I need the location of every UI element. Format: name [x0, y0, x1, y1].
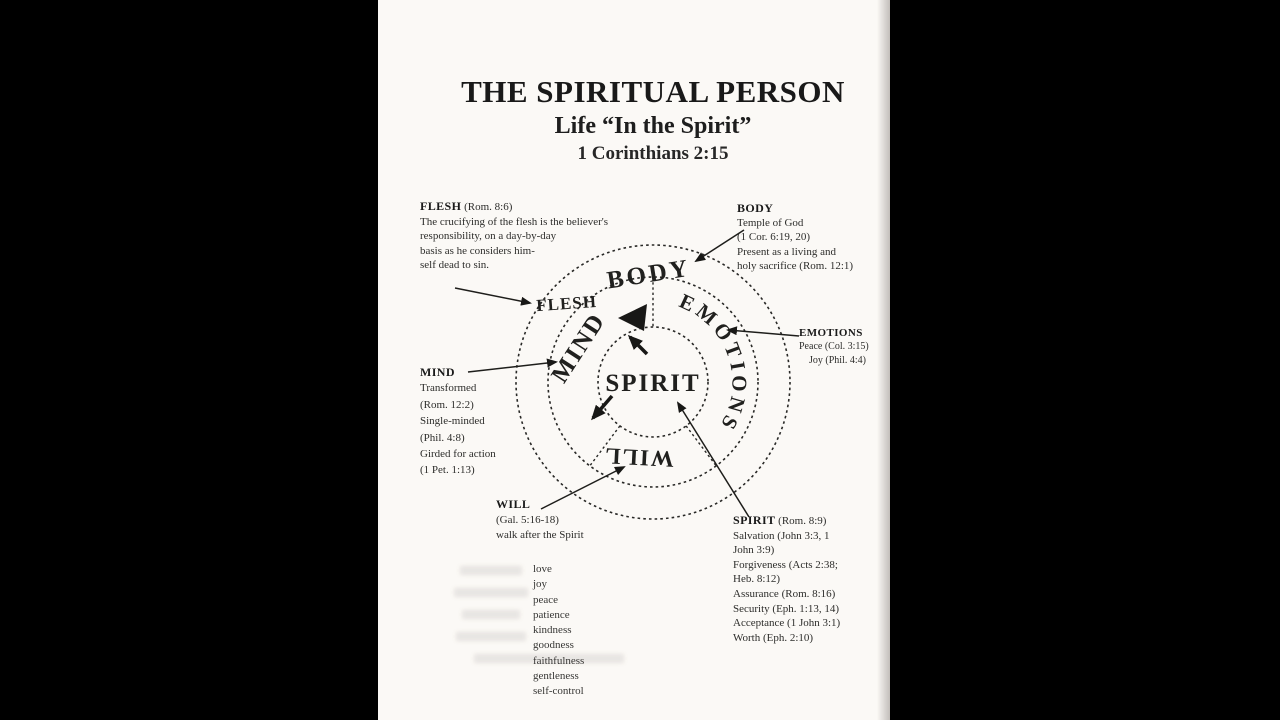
annotation-line: Heb. 8:12) — [733, 573, 781, 586]
body-annotation-heading: BODY — [737, 201, 774, 215]
annotation-line: walk after the Spirit — [496, 529, 584, 541]
annotation-line: Forgiveness (Acts 2:38; — [733, 558, 838, 571]
bleed-through-mark — [462, 610, 520, 619]
list-item: peace — [533, 593, 559, 606]
mind-annotation: MIND Transformed (Rom. 12:2) Single-mind… — [420, 364, 530, 479]
spirit-direction-arrow-left-icon — [618, 304, 647, 331]
bleed-through-mark — [454, 588, 528, 597]
bleed-through-mark — [456, 632, 526, 641]
list-item: goodness — [533, 639, 574, 652]
flesh-annotation-ref: (Rom. 8:6) — [464, 201, 513, 213]
spirit-annotation: SPIRIT (Rom. 8:9) Salvation (John 3:3, 1… — [733, 513, 893, 645]
will-leader-line — [540, 466, 626, 510]
page-title: THE SPIRITUAL PERSON — [461, 74, 845, 109]
annotation-line: Salvation (John 3:3, 1 — [733, 529, 830, 542]
annotation-line: Transformed — [420, 382, 477, 395]
spirit-direction-arrow-upleft-icon — [627, 334, 649, 356]
spiritual-person-diagram: SPIRIT BODY FLESH MIND WILL EMOTIONS — [454, 229, 800, 520]
title-block: THE SPIRITUAL PERSON Life “In the Spirit… — [398, 74, 908, 165]
annotation-line: (Phil. 4:8) — [420, 431, 465, 444]
list-item: love — [533, 563, 552, 575]
will-ring-label: WILL — [603, 443, 675, 472]
emotions-annotation: EMOTIONS Peace (Col. 3:15) Joy (Phil. 4:… — [799, 326, 889, 368]
body-leader-line — [694, 229, 745, 263]
page-subtitle: Life “In the Spirit” — [554, 113, 752, 139]
divider-mind-will — [589, 425, 621, 467]
annotation-line: (1 Pet. 1:13) — [420, 464, 475, 477]
bleed-through-mark — [460, 566, 522, 575]
mind-leader-line — [467, 358, 558, 373]
flesh-annotation: FLESH (Rom. 8:6) The crucifying of the f… — [420, 199, 634, 273]
annotation-line: John 3:9) — [733, 544, 775, 557]
body-annotation: BODY Temple of God (1 Cor. 6:19, 20) Pre… — [737, 201, 887, 274]
annotation-line: Assurance (Rom. 8:16) — [733, 587, 836, 600]
flesh-annotation-heading: FLESH — [420, 199, 462, 213]
annotation-line: Present as a living and — [737, 245, 836, 258]
annotation-line: holy sacrifice (Rom. 12:1) — [737, 260, 854, 272]
annotation-line: Girded for action — [420, 448, 496, 461]
list-item: self-control — [533, 685, 584, 698]
flesh-ring-label: FLESH — [536, 292, 598, 315]
annotation-line: Single-minded — [420, 415, 485, 428]
flesh-leader-line — [454, 287, 532, 306]
page-edge-shadow — [877, 0, 890, 720]
annotation-line: The crucifying of the flesh is the belie… — [420, 215, 608, 228]
bleed-through-mark — [474, 654, 624, 663]
annotation-line: Worth (Eph. 2:10) — [733, 631, 814, 644]
annotation-line: responsibility, on a day-by-day — [420, 230, 557, 242]
list-item: joy — [533, 578, 548, 591]
annotation-line: Peace (Col. 3:15) — [799, 341, 869, 352]
emotions-annotation-heading: EMOTIONS — [799, 327, 863, 339]
inner-spirit-circle — [597, 326, 709, 438]
mind-annotation-heading: MIND — [420, 365, 455, 379]
mind-ring-label: MIND — [546, 308, 611, 388]
annotation-line: Security (Eph. 1:13, 14) — [733, 602, 840, 615]
annotation-line: (1 Cor. 6:19, 20) — [737, 231, 811, 243]
annotation-line: basis as he considers him- — [420, 244, 535, 257]
spirit-direction-arrow-downleft-icon — [591, 394, 614, 421]
outer-body-circle — [515, 244, 791, 520]
middle-soul-circle — [547, 276, 759, 488]
list-item: patience — [533, 608, 570, 621]
list-item: gentleness — [533, 670, 579, 683]
spirit-annotation-heading: SPIRIT — [733, 513, 776, 527]
emotions-leader-line — [726, 326, 800, 337]
annotation-line: self dead to sin. — [420, 259, 490, 271]
divider-emotions-will — [685, 425, 717, 467]
emotions-ring-label: EMOTIONS — [676, 289, 752, 437]
annotation-line: Temple of God — [737, 216, 804, 229]
will-annotation: WILL (Gal. 5:16-18) walk after the Spiri… — [496, 497, 626, 544]
list-item: kindness — [533, 624, 572, 637]
spirit-ring-label: SPIRIT — [605, 370, 700, 397]
annotation-line: (Rom. 12:2) — [420, 398, 474, 411]
fruit-of-spirit-list: love joy peace patience kindness goodnes… — [533, 562, 584, 700]
scripture-reference: 1 Corinthians 2:15 — [577, 143, 729, 164]
annotation-line: Joy (Phil. 4:4) — [809, 355, 866, 366]
scanned-page: THE SPIRITUAL PERSON Life “In the Spirit… — [378, 0, 890, 720]
will-annotation-heading: WILL — [496, 497, 531, 511]
annotation-line: (Gal. 5:16-18) — [496, 513, 559, 526]
spirit-annotation-ref: (Rom. 8:9) — [778, 515, 827, 527]
annotation-line: Acceptance (1 John 3:1) — [733, 617, 841, 630]
spirit-leader-line — [676, 401, 750, 518]
